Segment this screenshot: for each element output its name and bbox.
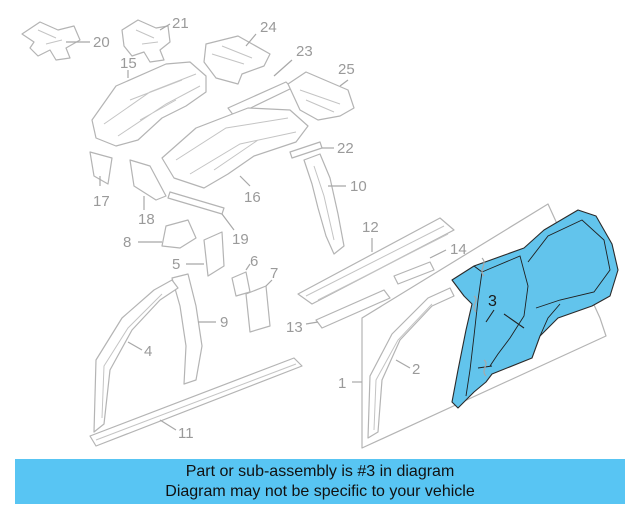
part-14-piece: 14: [393, 241, 467, 285]
part-6-clip: 6: [231, 253, 258, 297]
callout-20: 20: [93, 34, 110, 51]
part-5-piece: 5: [172, 231, 225, 277]
part-18-bracket: 18: [129, 159, 167, 228]
callout-23: 23: [296, 43, 313, 60]
callout-12: 12: [362, 219, 379, 236]
banner-line-2: Diagram may not be specific to your vehi…: [165, 483, 475, 500]
part-12-rail: 12: [297, 217, 455, 305]
callout-11: 11: [178, 425, 194, 442]
callout-14: 14: [450, 241, 467, 258]
callout-21: 21: [172, 15, 189, 32]
part-21-bracket: 21: [121, 15, 189, 63]
part-16-rear-floor: 16: [161, 107, 309, 206]
callout-10: 10: [350, 178, 367, 195]
callout-13: 13: [286, 319, 303, 336]
callout-2: 2: [412, 361, 420, 378]
callout-25: 25: [338, 61, 355, 78]
callout-9: 9: [220, 314, 228, 331]
part-19-bar: 19: [167, 191, 249, 248]
part-9-pillar: 9: [171, 273, 228, 385]
part-7-bracket: 7: [245, 265, 278, 333]
info-banner: Part or sub-assembly is #3 in diagram Di…: [15, 459, 625, 504]
callout-3: 3: [488, 293, 497, 310]
part-4-inner-side: 4: [93, 279, 179, 433]
part-8-bracket: 8: [123, 219, 197, 251]
callout-5: 5: [172, 256, 180, 273]
part-22-reinforcement: 22: [289, 140, 354, 159]
part-1-outer-side: 2 1: [338, 203, 607, 449]
callout-7: 7: [270, 265, 278, 282]
parts-diagram: 20 21 24 15 23 25 16: [21, 15, 619, 449]
callout-24: 24: [260, 19, 277, 36]
part-15-front-floor: 15: [91, 55, 207, 147]
callout-8: 8: [123, 234, 131, 251]
part-25-bracket: 25: [287, 61, 355, 121]
callout-6: 6: [250, 253, 258, 270]
part-3-quarter-panel-highlight: 3: [451, 209, 619, 409]
callout-22: 22: [337, 140, 354, 157]
callout-16: 16: [244, 189, 261, 206]
callout-15: 15: [120, 55, 137, 72]
banner-line-1: Part or sub-assembly is #3 in diagram: [185, 463, 455, 480]
callout-4: 4: [144, 343, 152, 360]
part-17-bracket: 17: [89, 151, 113, 210]
callout-17: 17: [93, 193, 110, 210]
part-20-bracket: 20: [21, 21, 110, 61]
part-24-panel: 24: [203, 19, 277, 85]
callout-1: 1: [338, 375, 346, 392]
part-11-rocker: 11: [89, 357, 303, 447]
part-10-pillar: 10: [303, 153, 367, 255]
part-13-rocker: 13: [286, 289, 391, 336]
callout-19: 19: [232, 231, 249, 248]
callout-18: 18: [138, 211, 155, 228]
